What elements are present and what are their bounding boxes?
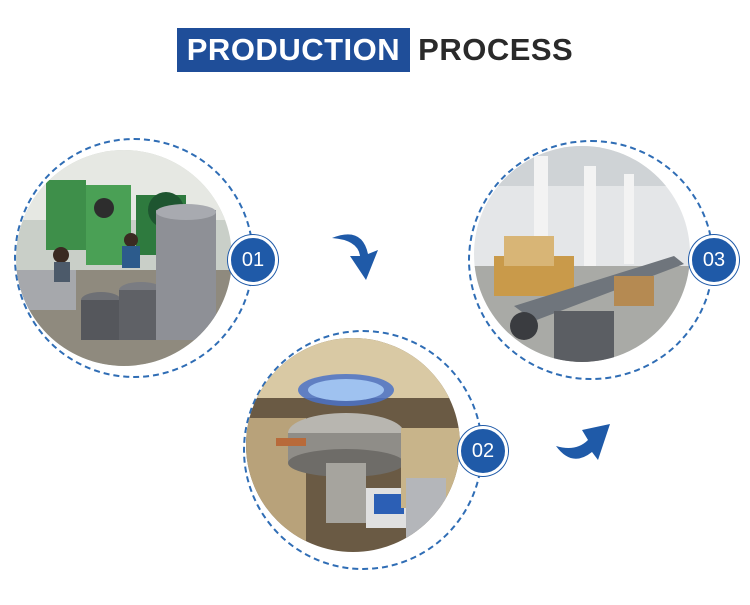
title-rest: PROCESS xyxy=(418,32,574,67)
step-02-badge: 02 xyxy=(458,426,508,476)
curved-arrow-down-icon xyxy=(332,234,378,280)
page-title: PRODUCTION PROCESS xyxy=(0,28,750,72)
curved-arrow-up-icon xyxy=(556,424,610,460)
conveyor-line-photo xyxy=(474,146,690,362)
burner-flame-test-photo xyxy=(246,338,460,552)
title-highlight: PRODUCTION xyxy=(176,28,411,72)
step-01-badge: 01 xyxy=(228,235,278,285)
stamping-workshop-photo xyxy=(16,150,232,366)
step-03-badge: 03 xyxy=(689,235,739,285)
